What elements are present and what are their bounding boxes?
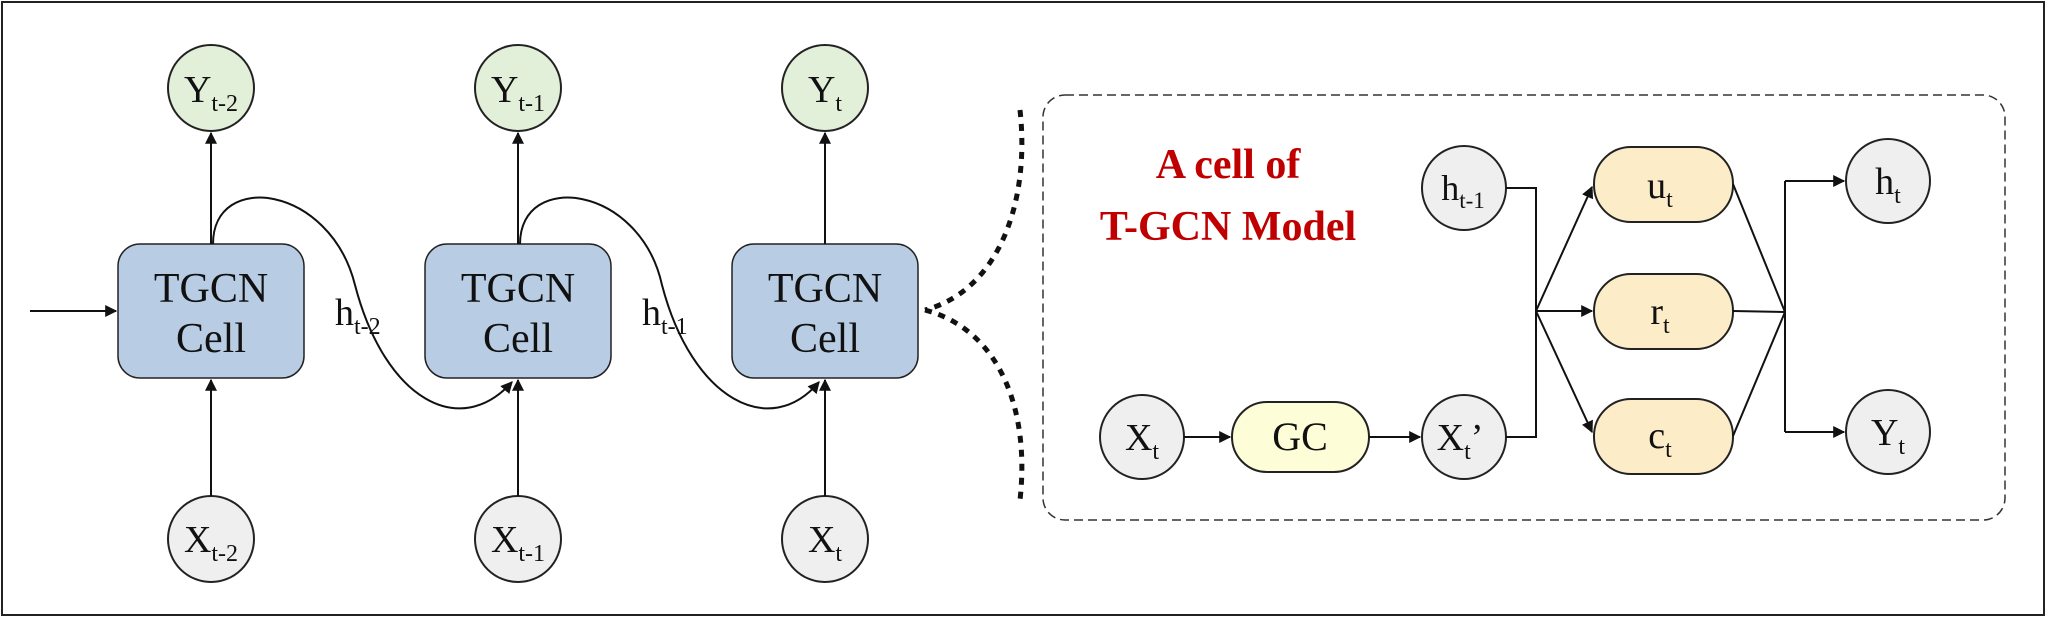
svg-text:ht-1: ht-1 (1441, 168, 1485, 213)
gate-c-t: ct (1593, 398, 1734, 475)
arrow-junction-to-c (1535, 310, 1593, 434)
svg-text:ct: ct (1648, 415, 1672, 463)
line-r-to-merge (1732, 310, 1786, 313)
svg-text:Cell: Cell (483, 316, 553, 362)
detail-title-line1: A cell of (1156, 142, 1302, 188)
svg-text:TGCN: TGCN (461, 266, 575, 312)
detail-connections (1184, 175, 1846, 443)
line-u-to-merge (1732, 183, 1786, 313)
svg-text:Yt-2: Yt-2 (184, 69, 238, 117)
svg-text:Xt: Xt (808, 519, 842, 567)
svg-text:Yt-1: Yt-1 (491, 69, 545, 117)
svg-text:TGCN: TGCN (768, 266, 882, 312)
svg-text:TGCN: TGCN (154, 266, 268, 312)
line-h-prev-to-junction (1506, 187, 1537, 311)
node-h-t-1: ht-1 (1421, 145, 1507, 231)
gc-block: GC (1231, 401, 1370, 473)
output-node-y-t-2: Yt-2 (167, 44, 255, 132)
svg-text:ht-1: ht-1 (642, 292, 688, 340)
svg-text:Xt’: Xt’ (1437, 417, 1484, 465)
input-node-x-t-2: Xt-2 (167, 495, 255, 583)
svg-text:Yt: Yt (1871, 412, 1905, 460)
output-node-y-t: Yt (781, 44, 869, 132)
line-xprime-to-junction (1506, 311, 1537, 438)
gate-r-t: rt (1593, 273, 1734, 350)
node-y-t-out: Yt (1845, 389, 1931, 475)
line-c-to-merge (1732, 311, 1786, 437)
hidden-curve-2 (519, 196, 820, 410)
tgcn-cell-3: TGCN Cell (731, 243, 919, 379)
gate-u-t: ut (1593, 146, 1734, 223)
arrow-junction-to-u (1535, 185, 1594, 312)
svg-text:Yt: Yt (808, 69, 842, 117)
hidden-label-h-t-1: ht-1 (642, 292, 688, 340)
svg-text:Xt: Xt (1125, 417, 1159, 465)
detail-frame (1042, 94, 2006, 521)
node-h-t-out: ht (1845, 138, 1931, 224)
svg-text:Cell: Cell (176, 316, 246, 362)
svg-text:ht: ht (1875, 161, 1901, 209)
cell-detail-panel: A cell of T-GCN Model ht-1 Xt GC Xt’ ut … (1042, 94, 2006, 521)
zoom-brace (924, 109, 1025, 501)
svg-text:Xt-2: Xt-2 (184, 519, 238, 567)
detail-title-line2: T-GCN Model (1100, 204, 1356, 250)
svg-text:rt: rt (1650, 291, 1670, 339)
svg-text:Xt-1: Xt-1 (491, 519, 545, 567)
tgcn-cell-2: TGCN Cell (424, 243, 612, 379)
svg-text:Cell: Cell (790, 316, 860, 362)
svg-text:GC: GC (1272, 414, 1328, 459)
svg-text:ut: ut (1647, 165, 1673, 213)
hidden-curve-1 (212, 196, 513, 410)
node-x-t-detail: Xt (1099, 394, 1185, 480)
input-node-x-t: Xt (781, 495, 869, 583)
sequence-arrows (30, 131, 831, 496)
output-node-y-t-1: Yt-1 (474, 44, 562, 132)
node-x-t-prime: Xt’ (1421, 394, 1507, 480)
unrolled-sequence: Yt-2 Yt-1 Yt TGCN Cell TGCN Cell TGCN Ce… (30, 44, 919, 583)
input-node-x-t-1: Xt-1 (474, 495, 562, 583)
svg-text:ht-2: ht-2 (335, 292, 381, 340)
tgcn-cell-1: TGCN Cell (117, 243, 305, 379)
hidden-label-h-t-2: ht-2 (335, 292, 381, 340)
